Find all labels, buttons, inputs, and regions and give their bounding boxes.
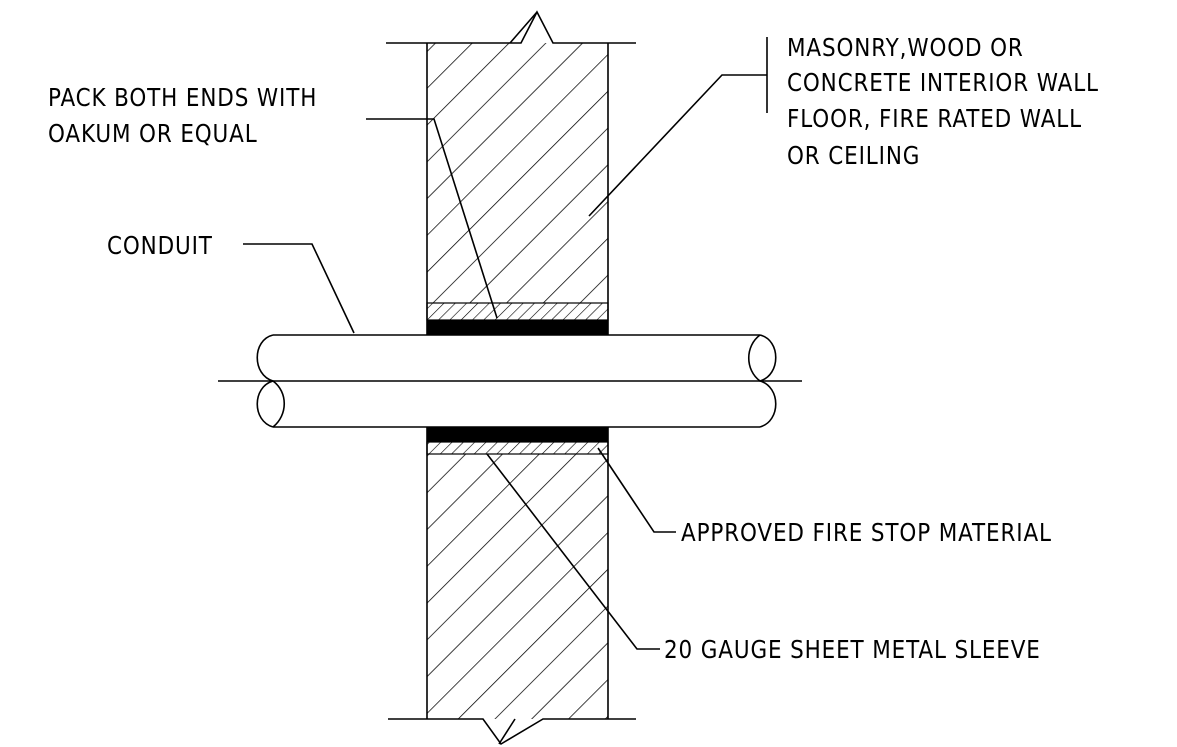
label-pack-line-1: PACK BOTH ENDS WITH: [48, 83, 318, 112]
fire-stop-upper: [427, 320, 608, 335]
label-wall-line-3: FLOOR, FIRE RATED WALL: [787, 104, 1082, 133]
leader-conduit: [243, 243, 355, 334]
label-fire-stop: APPROVED FIRE STOP MATERIAL: [681, 518, 1052, 547]
leader-fire-stop: [597, 447, 676, 533]
label-sleeve: 20 GAUGE SHEET METAL SLEEVE: [664, 635, 1041, 664]
wall-lower-section: [388, 427, 636, 746]
leader-sleeve: [486, 453, 660, 650]
label-wall-line-2: CONCRETE INTERIOR WALL: [787, 68, 1099, 97]
fire-stop-lower: [427, 427, 608, 442]
conduit-pipe: [256, 334, 777, 428]
label-wall-line-1: MASONRY,WOOD OR: [787, 33, 1024, 62]
leader-wall-type: [588, 37, 768, 217]
sleeve-upper: [426, 302, 609, 321]
sleeve-lower: [426, 441, 609, 455]
wall-upper-section: [386, 10, 636, 335]
label-wall-line-4: OR CEILING: [787, 141, 921, 170]
label-conduit: CONDUIT: [107, 231, 213, 260]
label-pack-line-2: OAKUM OR EQUAL: [48, 119, 258, 148]
leader-pack-ends: [366, 118, 498, 319]
